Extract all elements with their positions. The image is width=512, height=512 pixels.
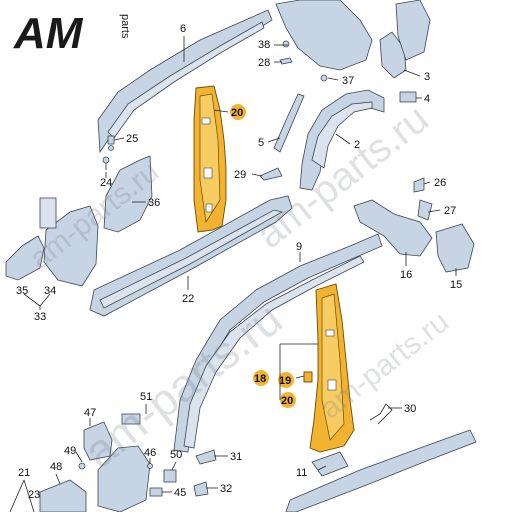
part-46-clip[interactable] bbox=[147, 463, 153, 469]
callout-45[interactable]: 45 bbox=[174, 487, 186, 499]
callout-24[interactable]: 24 bbox=[100, 177, 112, 189]
part-20-lower-hole-1 bbox=[325, 329, 335, 337]
callout-26[interactable]: 26 bbox=[434, 177, 446, 189]
part-20-hole-3 bbox=[205, 203, 213, 213]
callout-22[interactable]: 22 bbox=[182, 293, 194, 305]
part-34-box bbox=[39, 197, 57, 229]
callout-20-upper[interactable]: 20 bbox=[231, 107, 243, 119]
callout-38[interactable]: 38 bbox=[258, 39, 270, 51]
part-2-wheelhouse-inner bbox=[311, 101, 373, 169]
part-21-panel[interactable] bbox=[39, 479, 87, 512]
part-20-lower-hole-2 bbox=[327, 379, 337, 391]
part-16-bracket[interactable] bbox=[353, 199, 433, 257]
callout-6[interactable]: 6 bbox=[180, 23, 186, 35]
am-parts-logo: AM parts bbox=[13, 9, 131, 58]
callout-20-lower[interactable]: 20 bbox=[281, 395, 293, 407]
part-47-bracket[interactable] bbox=[83, 421, 113, 461]
callout-35[interactable]: 35 bbox=[16, 285, 28, 297]
part-48-inner-panel[interactable] bbox=[97, 445, 151, 512]
quarter-panel-upper[interactable] bbox=[275, 0, 373, 71]
part-29-wedge[interactable] bbox=[259, 167, 283, 181]
part-34-inner-panel[interactable] bbox=[43, 205, 99, 287]
logo-main-text: AM bbox=[13, 9, 84, 58]
part-26-clip[interactable] bbox=[413, 177, 425, 193]
callout-23[interactable]: 23 bbox=[28, 489, 40, 501]
callout-16[interactable]: 16 bbox=[400, 269, 412, 281]
part-28-pin[interactable] bbox=[279, 57, 293, 65]
callout-32[interactable]: 32 bbox=[220, 483, 232, 495]
part-15-bracket[interactable] bbox=[435, 223, 475, 273]
callout-9[interactable]: 9 bbox=[296, 241, 302, 253]
part-38-nut[interactable] bbox=[282, 40, 290, 48]
lower-sill-right[interactable] bbox=[285, 429, 477, 512]
callout-11[interactable]: 11 bbox=[296, 467, 307, 479]
part-20-hole-2 bbox=[203, 167, 213, 179]
callout-30[interactable]: 30 bbox=[404, 403, 416, 415]
callout-36[interactable]: 36 bbox=[148, 197, 160, 209]
watermarks: am-parts.ru am-parts.ru am-parts.ru am-p… bbox=[24, 97, 455, 478]
part-24-bolt[interactable] bbox=[102, 156, 110, 170]
callout-28[interactable]: 28 bbox=[258, 57, 270, 69]
callout-34[interactable]: 34 bbox=[44, 285, 56, 297]
callout-25[interactable]: 25 bbox=[126, 133, 138, 145]
part-20-upper-face bbox=[199, 93, 221, 223]
callout-48[interactable]: 48 bbox=[50, 461, 62, 473]
part-3-bracket[interactable] bbox=[379, 31, 407, 79]
callout-31[interactable]: 31 bbox=[230, 451, 242, 463]
part-22-sill-face bbox=[99, 209, 284, 309]
part-51-plate[interactable] bbox=[121, 413, 141, 425]
callout-18[interactable]: 18 bbox=[254, 373, 266, 385]
logo-sub-text: parts bbox=[119, 14, 131, 39]
callout-29[interactable]: 29 bbox=[234, 169, 246, 181]
part-49-bolt[interactable] bbox=[78, 462, 86, 470]
part-36-bracket[interactable] bbox=[103, 155, 153, 233]
part-9-inner-rail-face bbox=[183, 255, 365, 449]
part-5-strip[interactable] bbox=[273, 93, 305, 153]
part-20-hole-1 bbox=[201, 117, 211, 125]
part-45-clip[interactable] bbox=[149, 487, 163, 497]
callout-21[interactable]: 21 bbox=[18, 467, 30, 479]
callout-5[interactable]: 5 bbox=[258, 137, 264, 149]
callout-27[interactable]: 27 bbox=[444, 205, 456, 217]
part-3-upper-bracket[interactable] bbox=[395, 0, 431, 61]
part-25-clip[interactable] bbox=[107, 135, 115, 151]
leader-lines bbox=[9, 36, 457, 512]
part-4-clip[interactable] bbox=[399, 91, 417, 103]
callout-3[interactable]: 3 bbox=[424, 71, 430, 83]
callout-49[interactable]: 49 bbox=[64, 445, 76, 457]
callout-50[interactable]: 50 bbox=[170, 449, 182, 461]
part-19-plate[interactable] bbox=[303, 371, 313, 383]
part-32-clip[interactable] bbox=[193, 481, 209, 497]
part-37-screw[interactable] bbox=[320, 74, 328, 82]
badge-19 bbox=[278, 372, 294, 388]
part-35-lower-panel[interactable] bbox=[5, 235, 45, 281]
callout-33[interactable]: 33 bbox=[34, 311, 46, 323]
callout-47[interactable]: 47 bbox=[84, 407, 96, 419]
part-50-clip[interactable] bbox=[163, 469, 177, 483]
callout-15[interactable]: 15 bbox=[450, 279, 462, 291]
badge-20-upper bbox=[230, 104, 246, 120]
callout-51[interactable]: 51 bbox=[140, 391, 152, 403]
part-6-roof-rail-inner bbox=[107, 21, 265, 139]
callout-2[interactable]: 2 bbox=[354, 139, 360, 151]
callout-37[interactable]: 37 bbox=[342, 75, 354, 87]
callout-46[interactable]: 46 bbox=[144, 447, 156, 459]
callout-labels: 6 38 28 37 3 4 2 5 20 25 24 29 36 26 27 … bbox=[16, 23, 462, 501]
callout-4[interactable]: 4 bbox=[424, 93, 430, 105]
badge-20-lower bbox=[280, 392, 296, 408]
part-30-wire-bracket[interactable] bbox=[369, 403, 393, 425]
part-11-bracket[interactable] bbox=[311, 451, 349, 477]
callout-19[interactable]: 19 bbox=[279, 375, 291, 387]
badge-18 bbox=[253, 370, 269, 386]
part-31-clip[interactable] bbox=[195, 449, 217, 465]
part-27-clip[interactable] bbox=[417, 199, 433, 221]
